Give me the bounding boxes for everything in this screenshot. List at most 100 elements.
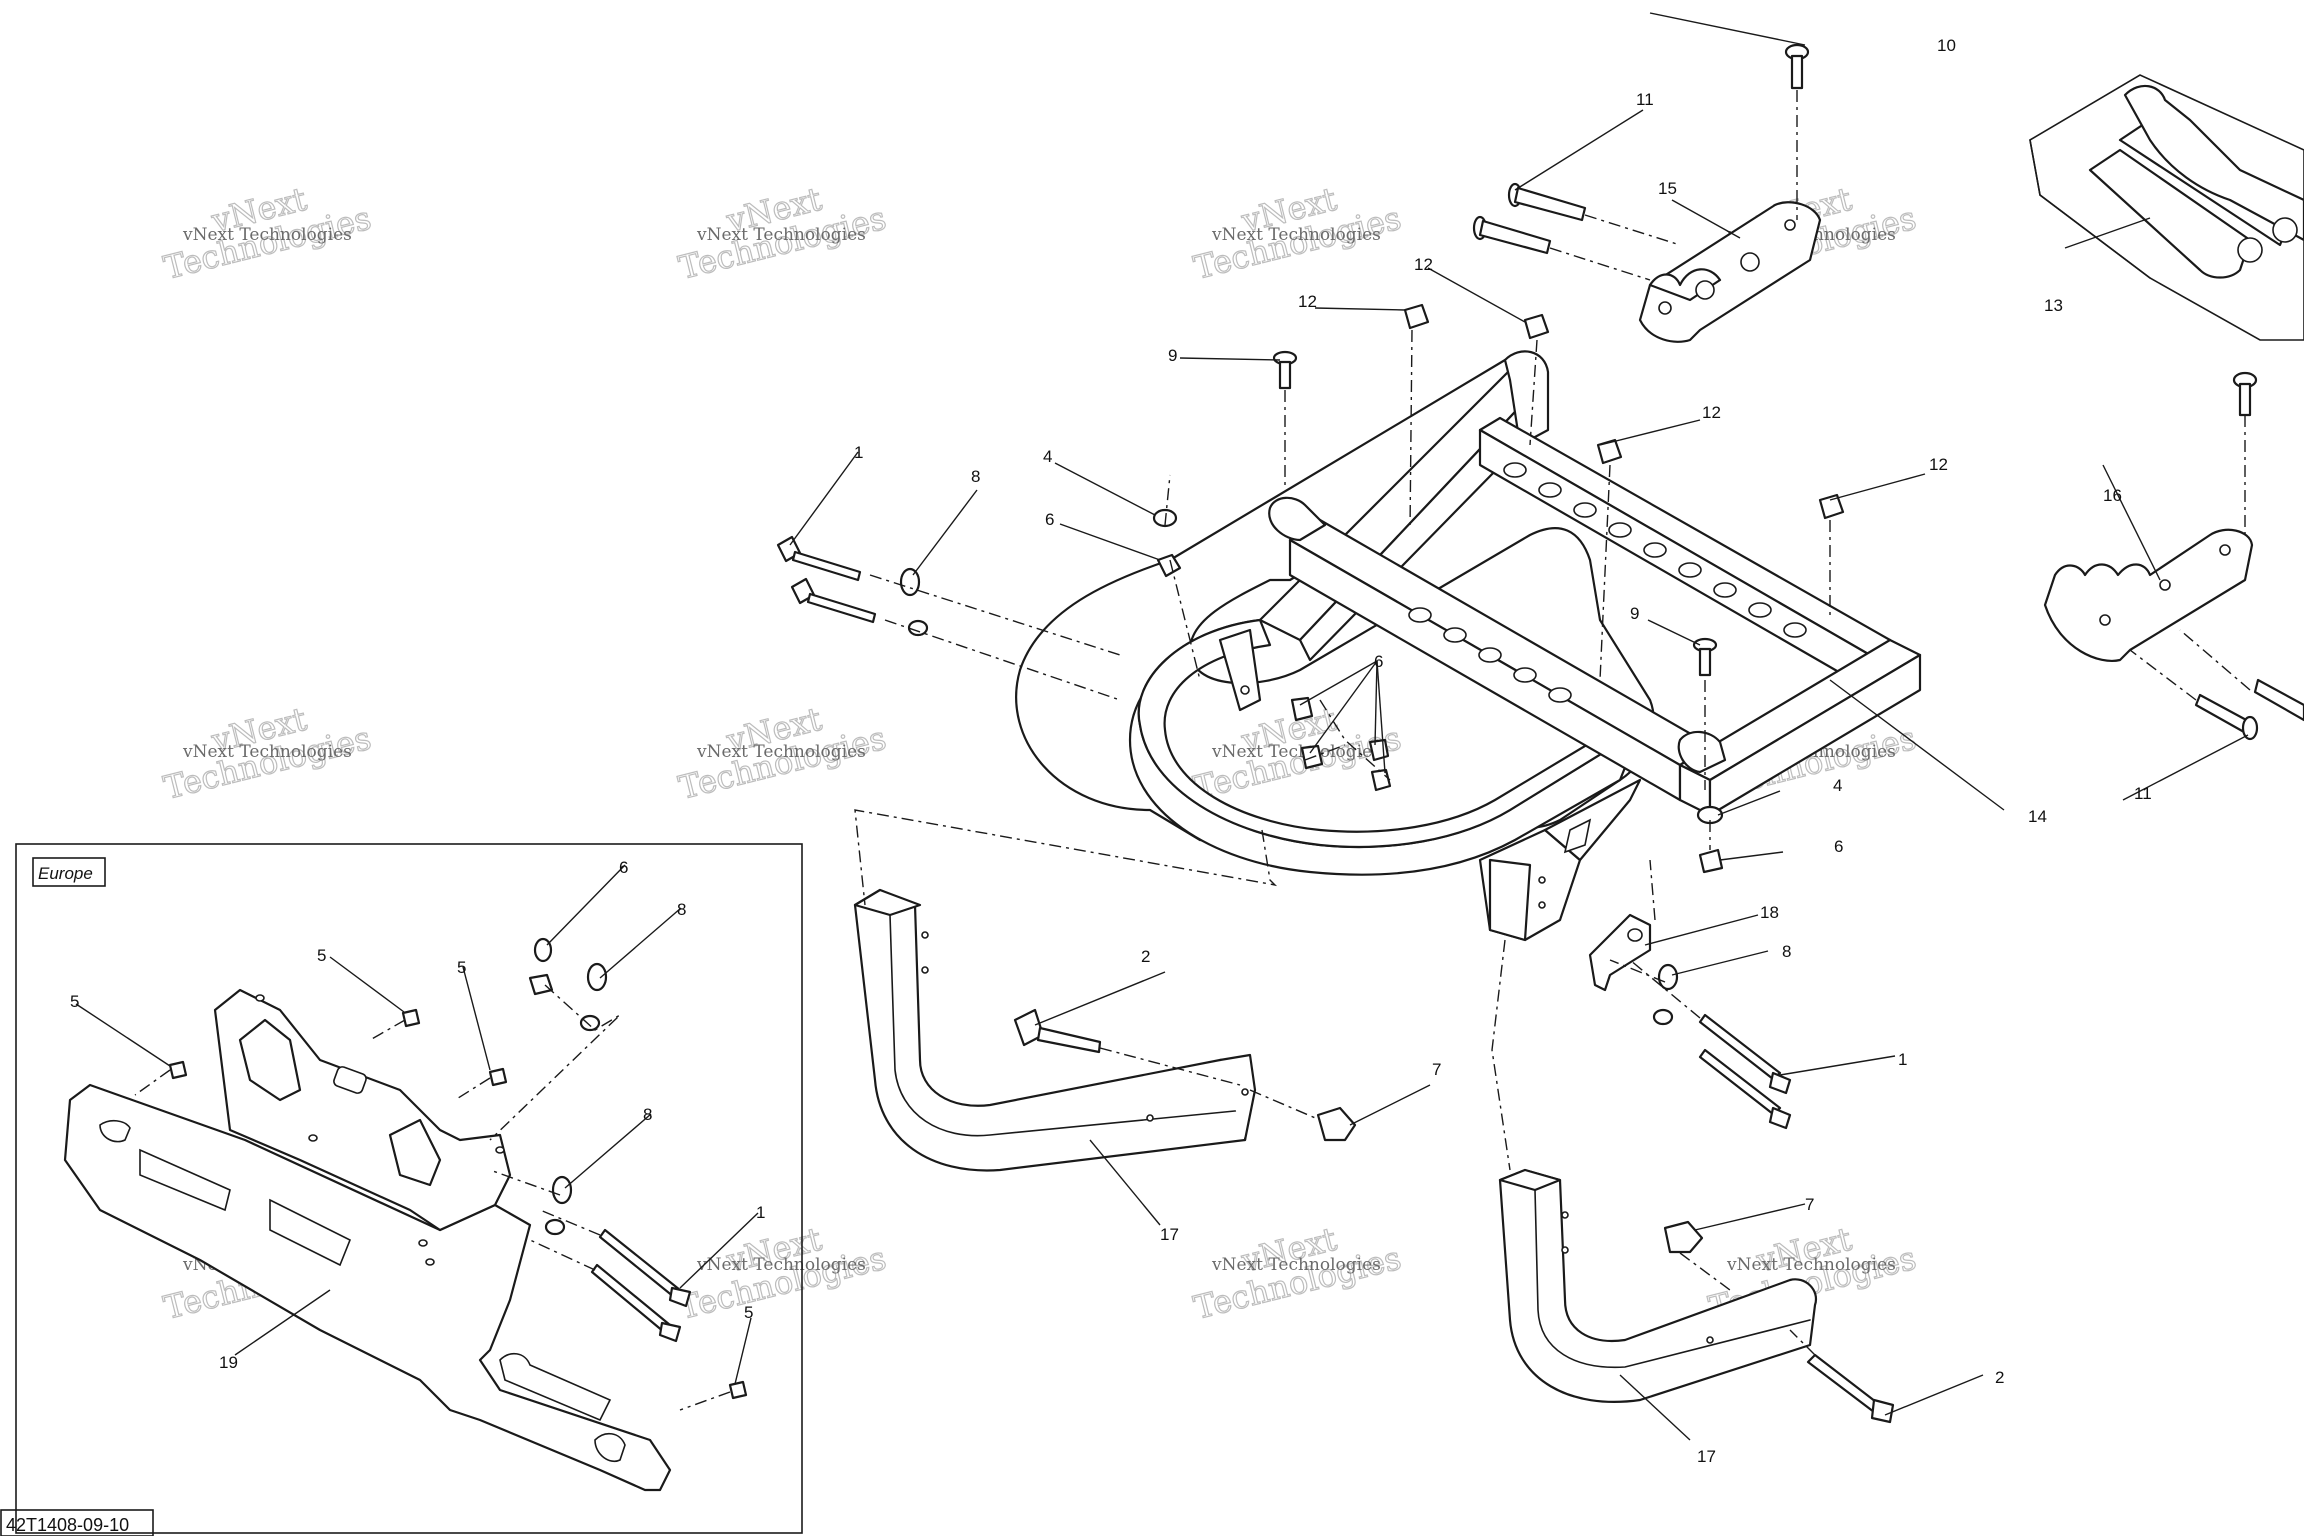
callout-6a: 6 <box>1045 510 1054 529</box>
watermark-text-6: vNext Technologies <box>696 742 866 762</box>
callout-4b: 4 <box>1833 776 1842 795</box>
diagram-code-tag: 42T1408-09-10 <box>0 1509 154 1536</box>
callout-2a: 2 <box>1141 947 1150 966</box>
washer-8b <box>907 619 929 637</box>
inset-washer-8d <box>544 1218 566 1236</box>
callout-12d: 12 <box>1929 455 1948 474</box>
inset-nut-5a <box>168 1060 188 1080</box>
license-plate-bracket-19 <box>63 988 672 1492</box>
rack-frame <box>1015 350 1922 942</box>
callout-10: 10 <box>1937 36 1956 55</box>
callout-5b: 5 <box>70 992 79 1011</box>
callout-6d: 6 <box>619 858 628 877</box>
screw-9b <box>1692 637 1718 677</box>
callout-13: 13 <box>2044 296 2063 315</box>
nut-12a <box>1403 303 1430 330</box>
nut-6c <box>1290 696 1314 722</box>
inset-washer-8c <box>551 1175 573 1205</box>
callout-12b: 12 <box>1414 255 1433 274</box>
callout-1c: 1 <box>756 1203 765 1222</box>
inset-washer-8a <box>586 962 608 992</box>
callout-numbers: 1 8 4 6 9 12 12 10 11 15 12 12 9 6 4 6 1… <box>70 36 2152 1466</box>
inset-nut-6 <box>528 973 554 996</box>
callout-4a: 4 <box>1043 447 1052 466</box>
watermark-text-1: vNext Technologies <box>182 225 352 245</box>
bolt-1b <box>790 577 877 624</box>
screw-10b <box>2232 371 2258 417</box>
callout-5d: 5 <box>744 1303 753 1322</box>
assembly-lines <box>134 90 2251 1411</box>
callout-8b: 8 <box>1782 942 1791 961</box>
callout-5c: 5 <box>457 958 466 977</box>
leader-lines <box>75 12 2249 1441</box>
watermark-text-12: vNext Technologies <box>1726 1255 1896 1275</box>
hinge-15 <box>1638 201 1822 343</box>
callout-8a: 8 <box>971 467 980 486</box>
inset-label-box <box>32 857 106 887</box>
diagram-code: 42T1408-09-10 <box>6 1515 129 1535</box>
tool-kit-13 <box>2029 74 2304 341</box>
bracket-18 <box>1588 913 1652 992</box>
nut-6e <box>1368 738 1390 762</box>
callout-7b: 7 <box>1805 1195 1814 1214</box>
callout-5a: 5 <box>317 946 326 965</box>
washer-8c <box>1657 963 1679 991</box>
callout-12c: 12 <box>1702 403 1721 422</box>
bolt-2a <box>1013 1008 1102 1054</box>
inset-nut-5b <box>401 1008 421 1028</box>
nut-12d <box>1818 493 1845 520</box>
bolt-1c <box>1698 1013 1792 1095</box>
screw-9a <box>1272 350 1298 390</box>
pin-11a <box>1507 182 1587 222</box>
nut-12c <box>1596 438 1623 465</box>
pin-11d <box>2253 678 2304 722</box>
nut-12b <box>1523 313 1550 340</box>
callout-11a: 11 <box>1636 90 1654 109</box>
screw-10 <box>1784 43 1810 90</box>
inset-bolt-1b <box>590 1263 682 1343</box>
callout-12a: 12 <box>1298 292 1317 311</box>
callout-18: 18 <box>1760 903 1779 922</box>
watermark-text-10: vNext Technologies <box>696 1255 866 1275</box>
callout-17b: 17 <box>1697 1447 1716 1466</box>
callout-16: 16 <box>2103 486 2122 505</box>
left-leg <box>853 888 1257 1172</box>
callout-14: 14 <box>2028 807 2047 826</box>
callout-17a: 17 <box>1160 1225 1179 1244</box>
inset-washer-6 <box>533 937 553 963</box>
callout-6c: 6 <box>1834 837 1843 856</box>
callout-2b: 2 <box>1995 1368 2004 1387</box>
callout-6b: 6 <box>1374 652 1383 671</box>
watermark-text-2: vNext Technologies <box>696 225 866 245</box>
pin-11b <box>1472 215 1552 255</box>
inset-label: Europe <box>38 864 93 883</box>
callout-9a: 9 <box>1168 346 1177 365</box>
callout-11b: 11 <box>2134 784 2152 803</box>
callout-1b: 1 <box>1898 1050 1907 1069</box>
hinge-16 <box>2043 528 2254 662</box>
pin-11c <box>2194 693 2259 741</box>
watermark-text-5: vNext Technologies <box>182 742 352 762</box>
europe-inset: Europe <box>15 843 803 1534</box>
watermark-text-11: vNext Technologies <box>1211 1255 1381 1275</box>
callout-8d: 8 <box>643 1105 652 1124</box>
inset-nut-5c <box>488 1067 508 1087</box>
bolt-1a <box>776 535 862 582</box>
middle-tube-holes <box>1408 607 1572 703</box>
inset-washer-8b <box>579 1014 601 1032</box>
crossbar-holes <box>1503 462 1807 638</box>
right-leg <box>1498 1168 1818 1403</box>
hardware <box>168 43 2304 1424</box>
washer-8a <box>899 567 921 597</box>
callout-15: 15 <box>1658 179 1677 198</box>
nut-6a <box>1156 553 1182 578</box>
washer-8d <box>1652 1008 1674 1026</box>
callout-9b: 9 <box>1630 604 1639 623</box>
watermark-text-3: vNext Technologies <box>1211 225 1381 245</box>
callout-7a: 7 <box>1432 1060 1441 1079</box>
bolt-1d <box>1698 1048 1792 1130</box>
bolt-2b <box>1806 1353 1895 1424</box>
callout-1a: 1 <box>854 443 863 462</box>
inset-bolt-1a <box>598 1228 692 1308</box>
